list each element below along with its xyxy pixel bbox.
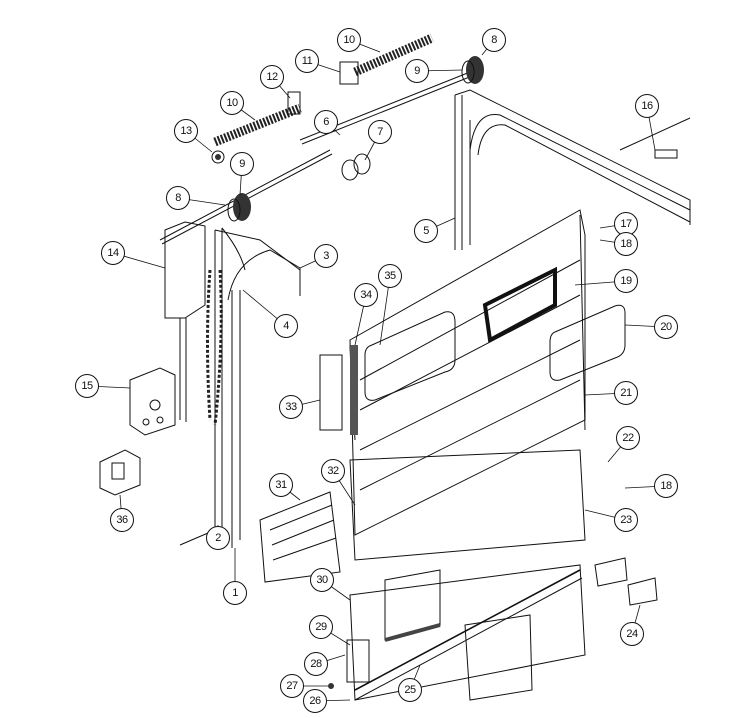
part-callout: 29 <box>309 615 333 639</box>
part-callout: 10 <box>220 91 244 115</box>
torsion-spring <box>211 33 434 164</box>
cable-drums <box>227 56 484 222</box>
part-callout: 19 <box>614 269 638 293</box>
part-callout: 9 <box>405 59 429 83</box>
part-callout: 32 <box>321 459 345 483</box>
vertical-track-right <box>454 89 691 250</box>
part-callout: 18 <box>654 474 678 498</box>
part-callout: 10 <box>337 28 361 52</box>
part-callout: 24 <box>620 622 644 646</box>
part-callout: 11 <box>295 49 319 73</box>
part-callout: 16 <box>635 94 659 118</box>
door-panel-lower <box>259 449 658 701</box>
part-callout: 15 <box>75 374 99 398</box>
part-callout: 8 <box>482 28 506 52</box>
part-callout: 6 <box>314 110 338 134</box>
part-callout: 13 <box>174 119 198 143</box>
part-callout: 28 <box>304 652 328 676</box>
part-callout: 3 <box>314 244 338 268</box>
part-callout: 18 <box>614 232 638 256</box>
part-callout: 21 <box>614 381 638 405</box>
part-callout: 27 <box>280 674 304 698</box>
part-callout: 8 <box>166 186 190 210</box>
part-callout: 1 <box>223 581 247 605</box>
part-callout: 2 <box>206 526 230 550</box>
part-callout: 35 <box>378 264 402 288</box>
part-callout: 12 <box>260 65 284 89</box>
part-callout: 22 <box>616 426 640 450</box>
part-callout: 9 <box>230 152 254 176</box>
part-callout: 20 <box>654 315 678 339</box>
wall-switch <box>99 449 141 496</box>
part-callout: 5 <box>414 219 438 243</box>
door-panel-upper <box>319 209 626 536</box>
part-callout: 7 <box>368 120 392 144</box>
part-callout: 36 <box>110 508 134 532</box>
part-callout: 25 <box>398 678 422 702</box>
brackets <box>287 61 359 115</box>
part-callout: 34 <box>354 283 378 307</box>
control-box <box>129 367 176 436</box>
part-callout: 14 <box>101 241 125 265</box>
part-callout: 26 <box>303 689 327 713</box>
part-callout: 23 <box>614 508 638 532</box>
motor-operator <box>164 221 223 426</box>
part-callout: 4 <box>274 314 298 338</box>
part-callout: 33 <box>279 395 303 419</box>
vertical-track-left <box>179 227 301 548</box>
part-callout: 30 <box>310 568 334 592</box>
part-callout: 31 <box>269 473 293 497</box>
